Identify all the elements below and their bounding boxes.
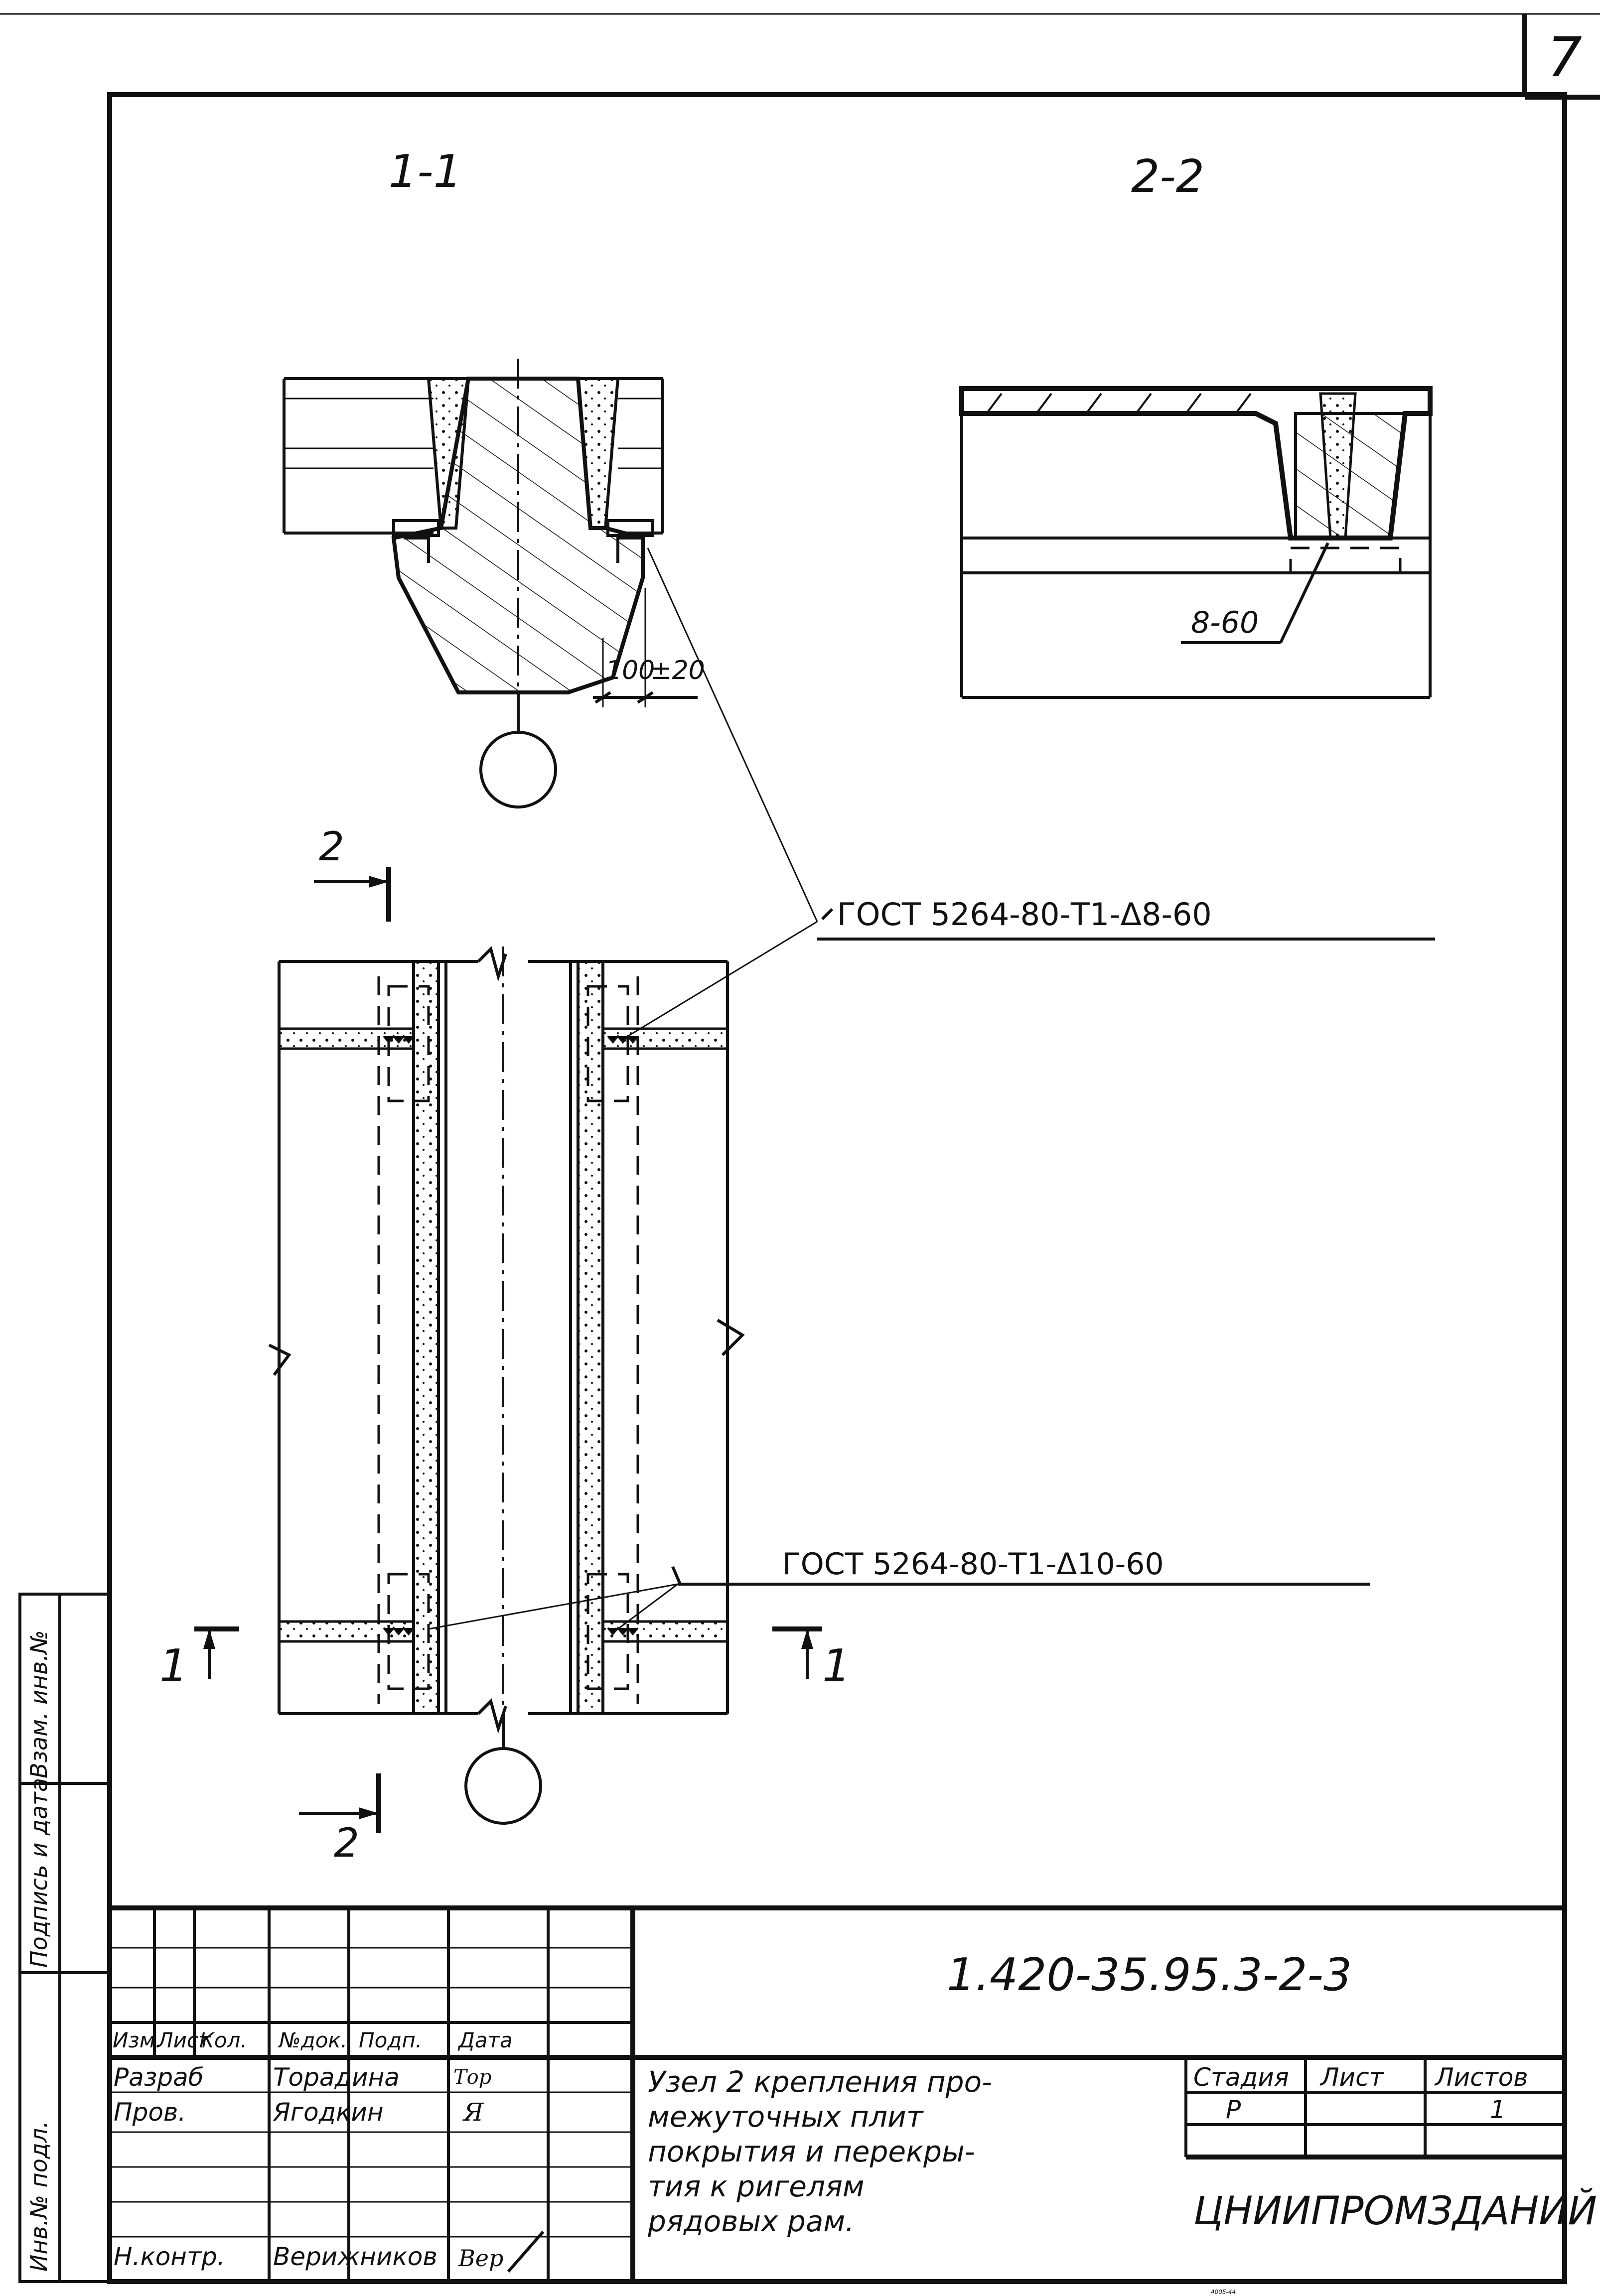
callout-leaders (428, 547, 1435, 1630)
side-stamp-inv-podl: Инв.№ подл. (25, 2121, 52, 2272)
header-izm: Изм. (113, 2028, 162, 2052)
header-ndok: №док. (279, 2028, 348, 2052)
section-1-1-drawing (283, 359, 698, 809)
cut-1-right-label: 1 (822, 1640, 851, 1692)
header-data: Дата (458, 2028, 513, 2052)
dimension-8-60: 8-60 (1191, 605, 1259, 640)
cut-1-left-label: 1 (159, 1640, 188, 1692)
cut-2-top-label: 2 (319, 823, 344, 870)
stage-header: Стадия (1193, 2063, 1289, 2092)
organization-name: ЦНИИПРОМЗДАНИЙ (1193, 2189, 1597, 2234)
row-sign-razrab: Тор (453, 2066, 492, 2089)
row-name-prov: Ягодкин (273, 2098, 384, 2127)
page-number: 7 (1547, 25, 1582, 89)
dimension-tolerance: ±20 (650, 656, 705, 685)
stage-value: Р (1226, 2095, 1241, 2124)
title-line-3: покрытия и перекры- (648, 2135, 975, 2168)
cut-2-bottom-label: 2 (334, 1820, 359, 1866)
sheets-header: Листов (1435, 2063, 1528, 2092)
weld-callout-bottom: ГОСТ 5264-80-Т1-Δ10-60 (782, 1547, 1164, 1582)
title-block-grid (107, 1905, 1567, 2284)
side-stamp-vzam: Взам. инв.№ (25, 1630, 52, 1778)
section-2-2-label: 2-2 (1131, 150, 1204, 203)
footer-code: 4005-44 (1211, 2289, 1236, 2296)
row-sign-nkontr: Вер (458, 2245, 504, 2272)
title-line-4: тия к ригелям (648, 2169, 865, 2203)
row-name-nkontr: Верижников (273, 2242, 437, 2271)
doc-code: 1.420-35.95.3-2-3 (947, 1949, 1352, 2001)
side-stamp-sign-date: Подпись и дата (25, 1777, 52, 1968)
dimension-100: 100 (605, 656, 655, 685)
section-1-1-label: 1-1 (389, 145, 462, 198)
row-sign-prov: Я (463, 2098, 484, 2127)
plan-view-drawing (194, 867, 822, 1833)
title-line-2: межуточных плит (648, 2100, 923, 2134)
sheets-value: 1 (1490, 2095, 1506, 2124)
header-kol: Кол. (199, 2028, 247, 2052)
section-2-2-drawing (959, 386, 1433, 699)
title-line-5: рядовых рам. (648, 2204, 855, 2238)
sheet-header: Лист (1320, 2063, 1384, 2092)
row-name-razrab: Торадина (273, 2063, 400, 2092)
header-podp: Подп. (359, 2028, 423, 2052)
weld-callout-top: ГОСТ 5264-80-Т1-Δ8-60 (837, 896, 1212, 933)
row-role-razrab: Разраб (114, 2063, 204, 2092)
header-list: Лист (157, 2028, 211, 2052)
sheet-frame (0, 13, 1600, 2284)
title-line-1: Узел 2 крепления про- (648, 2065, 993, 2099)
row-role-prov: Пров. (114, 2098, 186, 2127)
row-role-nkontr: Н.контр. (114, 2242, 225, 2271)
